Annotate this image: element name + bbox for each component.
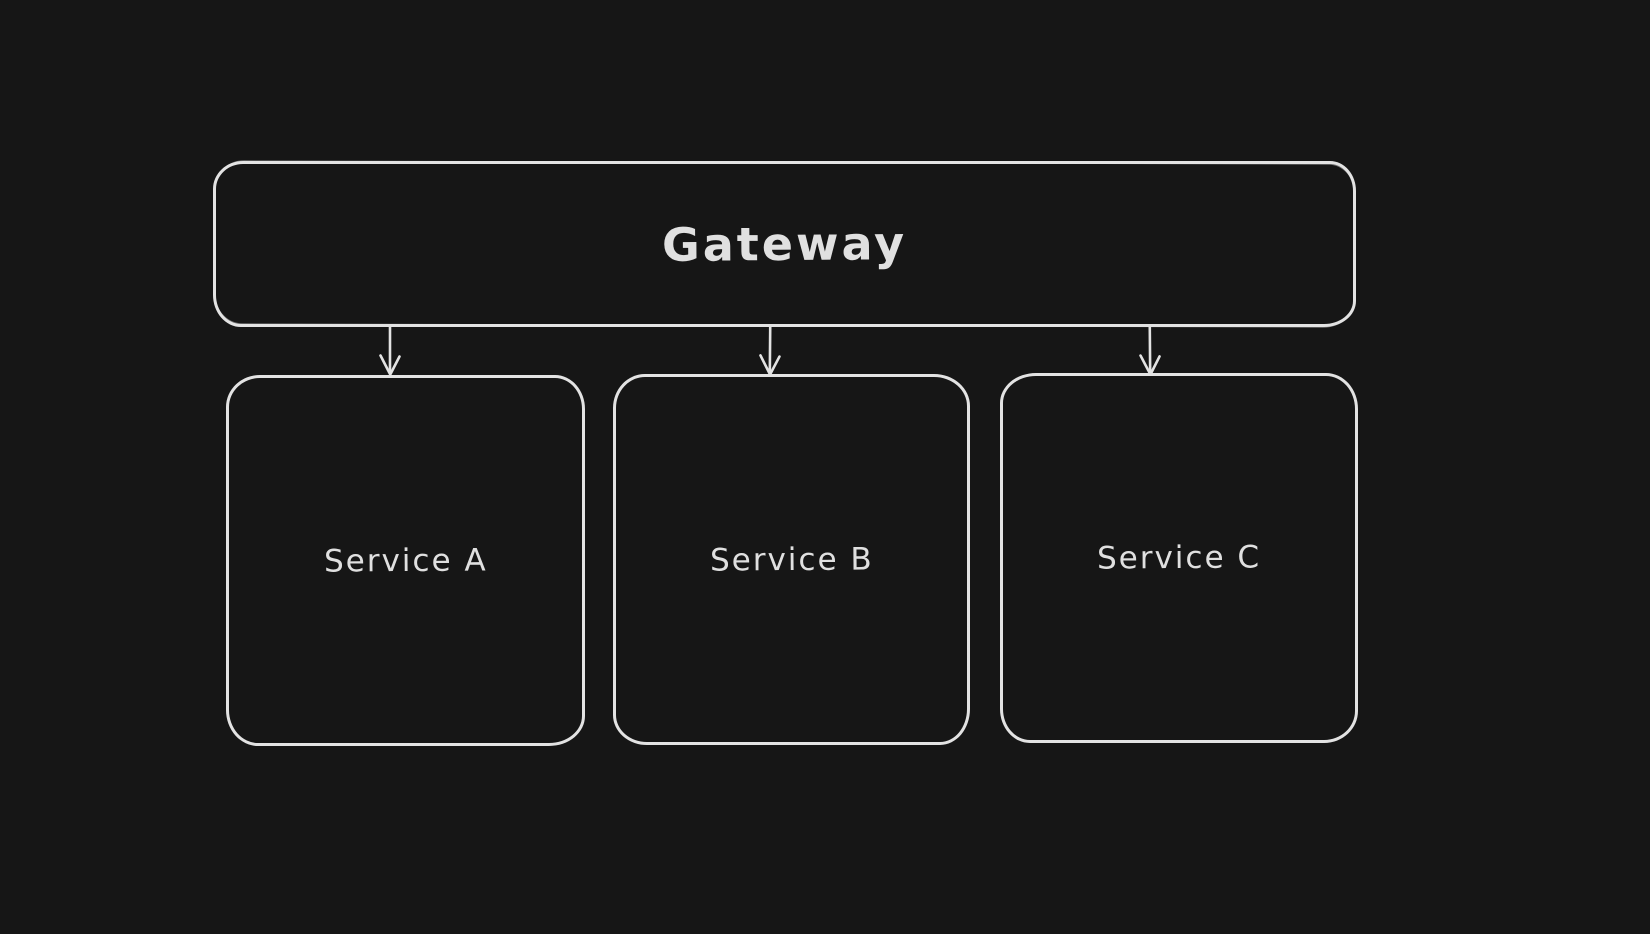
node-gateway[interactable]: Gateway: [213, 161, 1356, 327]
node-gateway-label: Gateway: [661, 216, 908, 272]
arrow-gateway-to-service-b[interactable]: [748, 325, 792, 378]
node-service-c[interactable]: Service C: [1000, 373, 1358, 743]
node-service-a-label: Service A: [323, 541, 488, 580]
arrow-gateway-to-service-c[interactable]: [1128, 325, 1172, 378]
node-service-b[interactable]: Service B: [613, 374, 970, 745]
node-service-b-label: Service B: [709, 540, 874, 579]
arrow-gateway-to-service-a[interactable]: [368, 325, 412, 378]
node-service-a[interactable]: Service A: [226, 375, 585, 746]
node-service-c-label: Service C: [1096, 539, 1262, 577]
